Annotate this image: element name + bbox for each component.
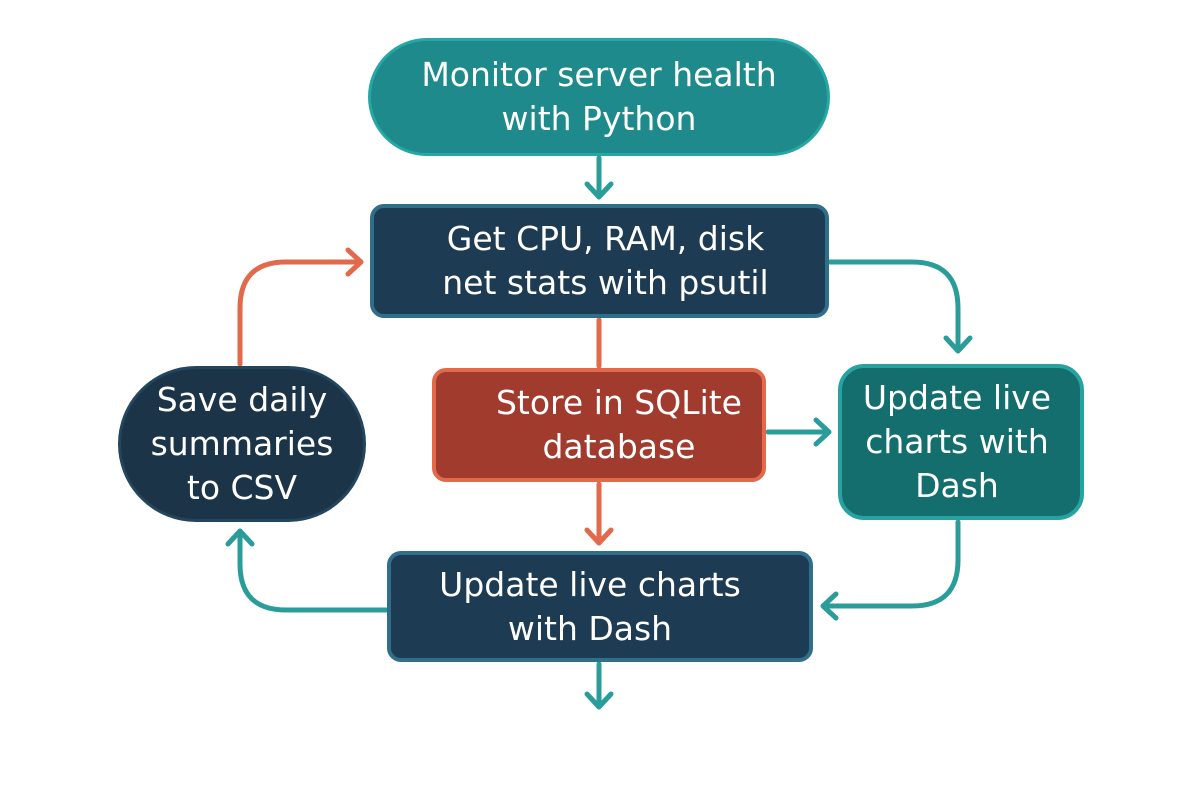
arrowhead-csv-to-collect	[345, 247, 364, 277]
node-store-sqlite: Store in SQLite database	[432, 368, 766, 482]
arrowhead-store-to-dash-right	[813, 417, 832, 447]
node-monitor-server-health: Monitor server health with Python	[368, 38, 830, 156]
arrow-collect-to-dash-right	[827, 259, 961, 353]
node-save-csv: Save daily summaries to CSV	[118, 366, 366, 522]
node-update-charts-right: Update live charts with Dash	[838, 364, 1084, 520]
arrow-dash-bottom-to-csv	[237, 529, 389, 613]
arrow-csv-to-collect	[237, 259, 363, 367]
arrowhead-start-to-collect	[584, 181, 614, 200]
arrowhead-store-to-dash-bottom	[584, 527, 614, 546]
node-update-charts-bottom: Update live charts with Dash	[387, 551, 813, 662]
node-get-stats-psutil: Get CPU, RAM, disk net stats with psutil	[370, 204, 829, 318]
arrowhead-dash-bottom-to-csv	[225, 528, 255, 547]
arrow-dash-right-to-dash-bottom	[821, 519, 961, 609]
arrowhead-collect-to-dash-right	[943, 335, 973, 354]
arrowhead-dash-right-to-dash-bottom	[820, 591, 839, 621]
arrowhead-dash-bottom-exit	[584, 691, 614, 710]
